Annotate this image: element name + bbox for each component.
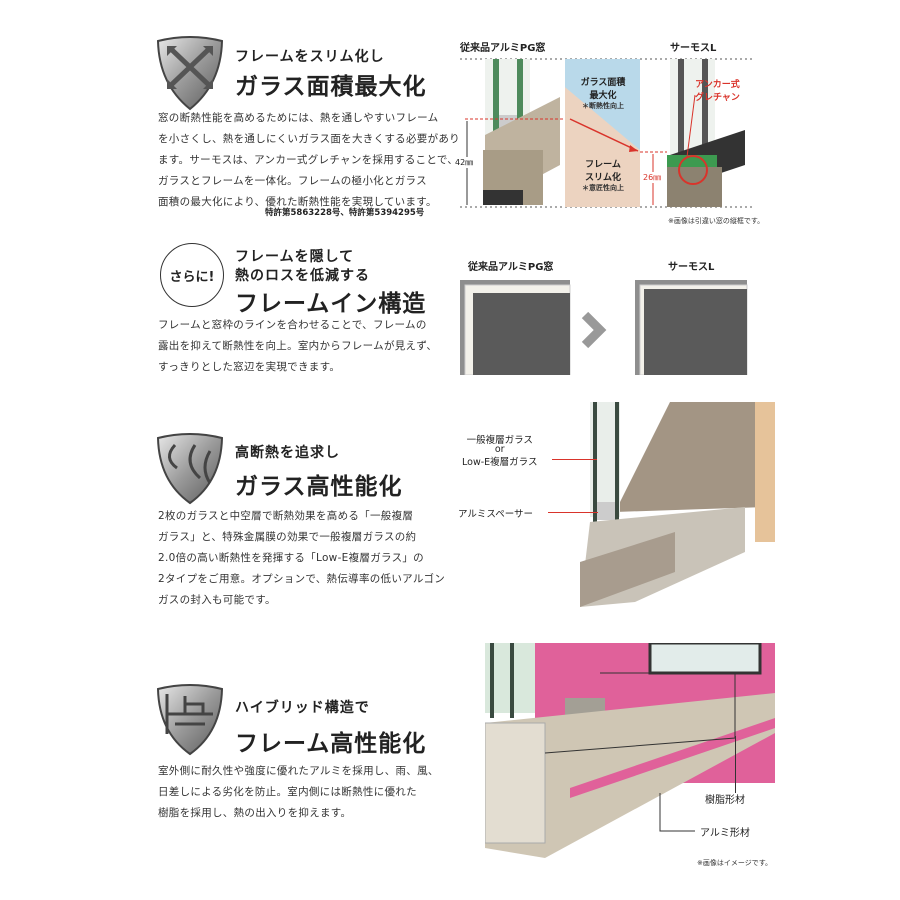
body-line: 面積の最大化により、優れた断熱性能を実現しています。 bbox=[158, 196, 437, 208]
cross-section-illustration bbox=[460, 58, 755, 208]
body-line: 露出を抑えて断熱性を向上。室内からフレームが見えず、 bbox=[158, 340, 438, 352]
spacer-label: アルミスペーサー bbox=[458, 509, 534, 520]
body-line: 2枚のガラスと中空層で断熱効果を高める「一般複層 bbox=[158, 510, 414, 522]
leader-line bbox=[552, 459, 597, 460]
body-line: 日差しによる劣化を防止。室内側には断熱性に優れた bbox=[158, 786, 417, 798]
anchor-label-line: アンカー式 bbox=[695, 80, 740, 90]
anchor-label-line: グレチャン bbox=[695, 93, 740, 103]
frame-slim-label-line: スリム化 bbox=[584, 173, 621, 183]
glass-type-line: or bbox=[494, 444, 505, 455]
badge-circle: さらに! bbox=[160, 243, 224, 307]
frame-slim-label-line: フレーム bbox=[585, 160, 621, 170]
frame-slim-label: フレーム スリム化 ＊意匠性向上 bbox=[573, 157, 633, 193]
section4-title: フレーム高性能化 bbox=[235, 731, 427, 757]
section2-subtitle-1: フレームを隠して bbox=[235, 249, 355, 265]
window-comparison-illustration bbox=[460, 280, 748, 375]
section1-body: 窓の断熱性能を高めるためには、熱を通しやすいフレーム を小さくし、熱を通しにくい… bbox=[158, 108, 460, 213]
resin-label: 樹脂形材 bbox=[705, 795, 745, 806]
shield-waves-icon bbox=[156, 433, 224, 505]
glass-area-label-line: ガラス面積 bbox=[580, 78, 626, 88]
shield-arrows-icon bbox=[156, 36, 224, 111]
body-line: ます。サーモスは、アンカー式グレチャンを採用することで、 bbox=[158, 154, 459, 166]
section3-body: 2枚のガラスと中空層で断熱効果を高める「一般複層 ガラス」と、特殊金属膜の効果で… bbox=[158, 506, 445, 611]
glass-type-line: Low-E複層ガラス bbox=[462, 457, 538, 468]
section1-title: ガラス面積最大化 bbox=[235, 74, 427, 100]
body-line: 樹脂を採用し、熱の出入りを抑えます。 bbox=[158, 807, 352, 819]
right-dimension: 26㎜ bbox=[643, 172, 662, 183]
body-line: 2タイプをご用意。オプションで、熱伝導率の低いアルゴン bbox=[158, 573, 446, 585]
body-line: 2.0倍の高い断熱性を発揮する「Low-E複層ガラス」の bbox=[158, 552, 424, 564]
thermos-label: サーモスL bbox=[670, 43, 717, 54]
glass-cross-section-illustration bbox=[580, 402, 775, 607]
section3-subtitle: 高断熱を追求し bbox=[235, 445, 340, 461]
conventional-label: 従来品アルミPG窓 bbox=[468, 262, 554, 273]
section4-subtitle: ハイブリッド構造で bbox=[235, 700, 370, 716]
patent-numbers: 特許第5863228号、特許第5394295号 bbox=[265, 208, 425, 218]
section1-subtitle: フレームをスリム化し bbox=[235, 49, 385, 65]
anchor-glazing-label: アンカー式 グレチャン bbox=[695, 77, 740, 103]
body-line: 窓の断熱性能を高めるためには、熱を通しやすいフレーム bbox=[158, 112, 439, 124]
body-line: ガラスとフレームを一体化。フレームの極小化とガラス bbox=[158, 175, 427, 187]
leader-line bbox=[548, 512, 598, 513]
diagram-note: ※画像は引違い窓の縦框です。 bbox=[668, 217, 765, 225]
section2-subtitle-2: 熱のロスを低減する bbox=[235, 268, 370, 284]
section3-title: ガラス高性能化 bbox=[235, 474, 403, 500]
glass-type-label: 一般複層ガラス or Low-E複層ガラス bbox=[462, 432, 537, 468]
image-note: ※画像はイメージです。 bbox=[697, 859, 773, 867]
body-line: ガラス」と、特殊金属膜の効果で一般複層ガラスの約 bbox=[158, 531, 417, 543]
frame-slim-note: ＊意匠性向上 bbox=[582, 184, 624, 192]
glass-area-label: ガラス面積 最大化 ＊断熱性向上 bbox=[573, 75, 633, 111]
glass-area-label-line: 最大化 bbox=[589, 91, 617, 101]
chevron-right-icon bbox=[581, 311, 607, 349]
thermos-label: サーモスL bbox=[668, 262, 715, 273]
left-dimension: 42㎜ bbox=[455, 157, 474, 168]
aluminum-label: アルミ形材 bbox=[700, 828, 750, 839]
body-line: を小さくし、熱を通しにくいガラス面を大きくする必要があり bbox=[158, 133, 460, 145]
body-line: フレームと窓枠のラインを合わせることで、フレームの bbox=[158, 319, 427, 331]
section2-title: フレームイン構造 bbox=[235, 291, 427, 317]
section4-body: 室外側に耐久性や強度に優れたアルミを採用し、雨、風、 日差しによる劣化を防止。室… bbox=[158, 761, 439, 824]
leader-line bbox=[735, 736, 736, 793]
body-line: すっきりとした窓辺を実現できます。 bbox=[158, 361, 341, 373]
glass-area-note: ＊断熱性向上 bbox=[582, 102, 624, 110]
frame-comparison-diagram: 従来品アルミPG窓 サーモスL bbox=[455, 35, 780, 230]
conventional-label: 従来品アルミPG窓 bbox=[460, 43, 546, 54]
glass-type-line: 一般複層ガラス bbox=[466, 435, 533, 446]
section2-body: フレームと窓枠のラインを合わせることで、フレームの 露出を抑えて断熱性を向上。室… bbox=[158, 315, 437, 378]
body-line: 室外側に耐久性や強度に優れたアルミを採用し、雨、風、 bbox=[158, 765, 439, 777]
shield-grid-icon bbox=[156, 684, 224, 756]
body-line: ガスの封入も可能です。 bbox=[158, 594, 276, 606]
